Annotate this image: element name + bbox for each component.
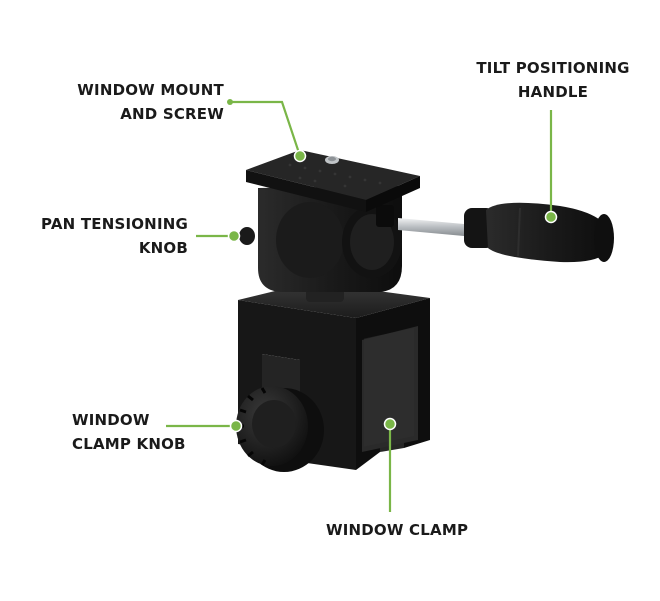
callout-pan-knob-line1: PAN TENSIONING [41, 215, 188, 233]
mounting-plate [246, 150, 420, 212]
callout-window-mount-line1: WINDOW MOUNT [77, 81, 224, 99]
callout-dots [227, 99, 558, 433]
callout-window-mount-line2: AND SCREW [120, 105, 224, 123]
callout-tilt-handle: TILT POSITIONING HANDLE [470, 56, 636, 104]
pan-head [239, 186, 402, 292]
callout-window-clamp: WINDOW CLAMP [326, 518, 476, 542]
callout-tilt-handle-line1: TILT POSITIONING [476, 59, 630, 77]
tilt-handle-assembly [398, 202, 614, 263]
callout-tilt-handle-line2: HANDLE [517, 83, 589, 101]
callout-clamp-knob: WINDOW CLAMP KNOB [72, 408, 192, 456]
callout-clamp-knob-line1: WINDOW [72, 411, 150, 429]
callout-window-mount: WINDOW MOUNT AND SCREW [70, 78, 224, 126]
callout-clamp-knob-line2: CLAMP KNOB [72, 435, 186, 453]
callout-pan-knob-line2: KNOB [138, 239, 188, 257]
callout-lines [166, 100, 553, 512]
callout-window-clamp-line1: WINDOW CLAMP [326, 521, 469, 539]
callout-pan-knob: PAN TENSIONING KNOB [40, 212, 188, 260]
clamp-knob [236, 386, 324, 472]
